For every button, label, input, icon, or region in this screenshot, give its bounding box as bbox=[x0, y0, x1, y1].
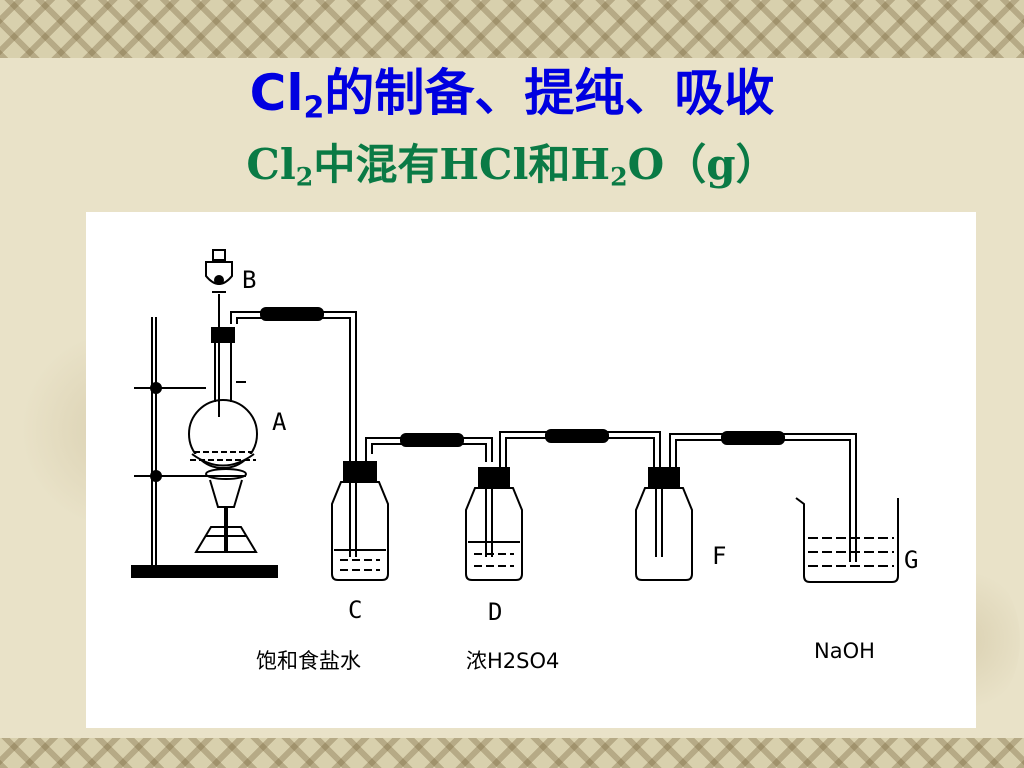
empty-bottle-f bbox=[635, 431, 857, 581]
alcohol-lamp bbox=[194, 468, 258, 553]
slide-title: Cl2的制备、提纯、吸收 bbox=[249, 64, 775, 126]
beaker-g bbox=[795, 497, 899, 583]
reagent-label-c: 饱和食盐水 bbox=[256, 649, 361, 673]
separatory-funnel bbox=[205, 249, 233, 417]
label-d: D bbox=[488, 598, 502, 626]
iron-stand bbox=[131, 317, 278, 578]
decorative-border-top bbox=[0, 0, 1024, 58]
label-c: C bbox=[348, 596, 362, 624]
reagent-label-d: 浓H2SO4 bbox=[466, 649, 559, 673]
label-b: B bbox=[242, 266, 256, 294]
label-a: A bbox=[272, 408, 287, 436]
reagent-label-g: NaOH bbox=[814, 639, 875, 663]
apparatus-diagram: B A C D F G 饱和食盐水 浓H2SO4 NaOH bbox=[86, 212, 976, 728]
decorative-border-bottom bbox=[0, 738, 1024, 768]
apparatus-svg: B A C D F G 饱和食盐水 浓H2SO4 NaOH bbox=[131, 249, 918, 673]
tube-a-to-c bbox=[230, 307, 357, 462]
label-f: F bbox=[712, 542, 726, 570]
wash-bottle-d bbox=[465, 429, 661, 581]
label-g: G bbox=[904, 546, 918, 574]
slide-subtitle: Cl2中混有HCl和H2O（g） bbox=[246, 140, 778, 192]
wash-bottle-c bbox=[331, 433, 493, 581]
round-bottom-flask bbox=[188, 327, 258, 469]
